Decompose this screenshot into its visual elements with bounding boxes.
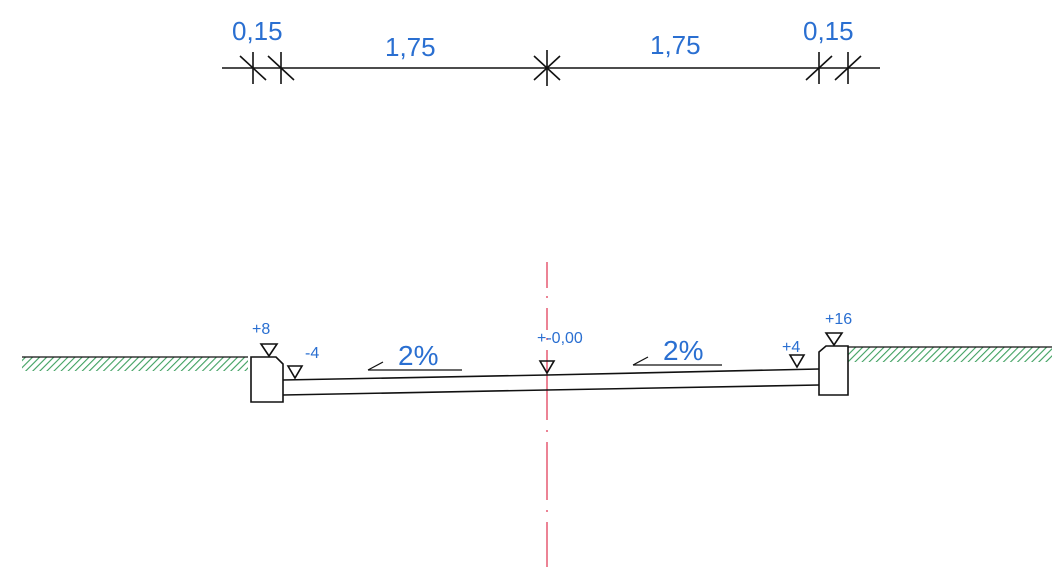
- level-right-gutter: +4: [782, 339, 800, 356]
- dimension-tick-left-inner: [267, 52, 295, 84]
- level-marker-left-curb: [259, 343, 279, 358]
- level-marker-right-curb: [824, 332, 844, 347]
- dimension-tick-right-outer: [834, 52, 862, 84]
- terrain-right: [848, 347, 1052, 362]
- dimension-right-lane: 1,75: [650, 30, 701, 60]
- curb-right: [818, 345, 849, 396]
- slope-left-arrow-head: [367, 361, 384, 371]
- level-left-gutter: -4: [305, 345, 319, 362]
- level-marker-right-gutter: [788, 354, 806, 369]
- pavement: [282, 368, 820, 396]
- slope-right: 2%: [632, 335, 722, 366]
- level-marker-left-gutter: [286, 365, 304, 380]
- curb-left: [250, 356, 284, 403]
- slope-right-label: 2%: [663, 335, 703, 366]
- dimension-right-curb: 0,15: [803, 16, 854, 46]
- dimension-tick-left-outer: [239, 52, 267, 84]
- dimension-tick-right-inner: [805, 52, 833, 84]
- level-left-curb-top: +8: [252, 321, 270, 338]
- terrain-left: [22, 357, 248, 371]
- slope-right-arrow-head: [632, 356, 649, 366]
- level-right-curb-top: +16: [825, 311, 852, 328]
- level-marker-center: [538, 360, 556, 375]
- dimension-left-lane: 1,75: [385, 32, 436, 62]
- slope-left: 2%: [367, 340, 462, 371]
- level-center: +-0,00: [537, 330, 583, 347]
- slope-left-label: 2%: [398, 340, 438, 371]
- dimension-chain: 0,15 1,75 1,75 0,15: [222, 16, 880, 86]
- dimension-tick-center: [533, 50, 561, 86]
- dimension-left-curb: 0,15: [232, 16, 283, 46]
